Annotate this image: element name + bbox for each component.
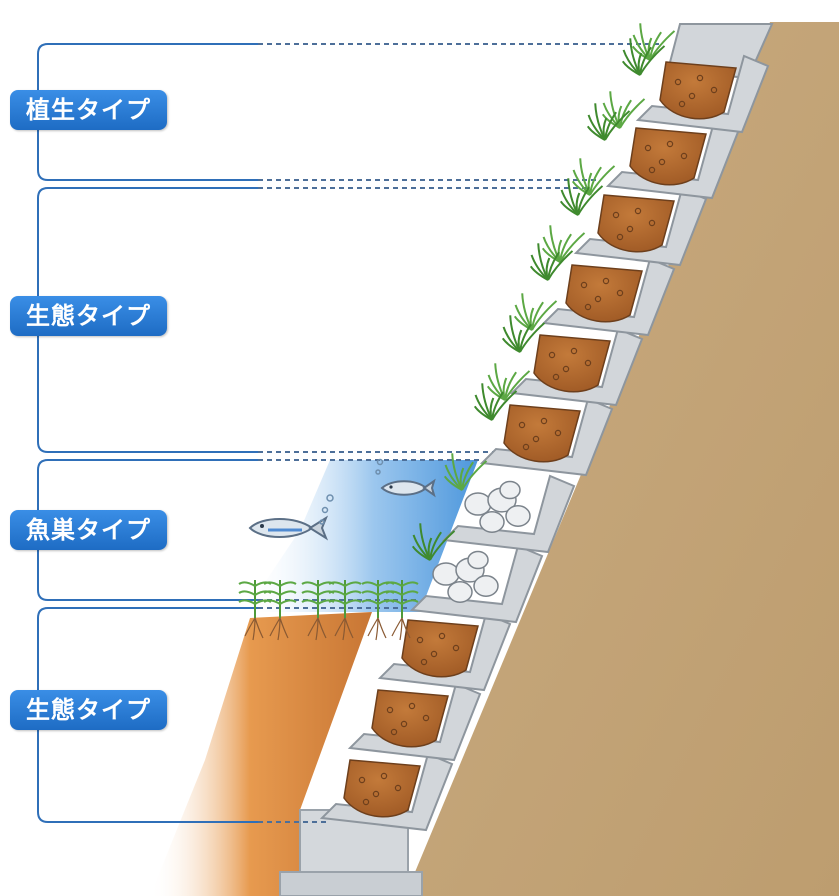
water-body <box>245 460 478 612</box>
soil-block <box>479 397 614 477</box>
label-vegetation-type: 植生タイプ <box>10 90 167 130</box>
wall-grasses <box>411 23 676 561</box>
grass-icon <box>631 23 676 61</box>
reed-icon <box>328 580 362 641</box>
label-ecology-type-lower: 生態タイプ <box>10 690 167 730</box>
boulder-icon <box>479 511 505 533</box>
soil-block <box>347 682 482 762</box>
grass-icon <box>601 91 646 129</box>
grass-icon <box>501 315 546 353</box>
grass-icon <box>571 158 616 196</box>
boulder-icon <box>499 480 521 500</box>
label-fish-nest-type: 魚巣タイプ <box>10 510 167 550</box>
foundation-base <box>279 871 423 896</box>
grass-icon <box>529 243 574 281</box>
soil-block <box>605 120 740 200</box>
grass-icon <box>559 178 604 216</box>
boulder-icon <box>432 562 460 586</box>
boulder-icon <box>473 575 499 597</box>
riverbank-soil <box>150 612 372 896</box>
grass-icon <box>513 293 558 331</box>
boulder-icon <box>467 550 489 570</box>
reed-icon <box>238 580 272 641</box>
grass-icon <box>411 523 456 561</box>
grass-icon <box>541 225 586 263</box>
soil-block <box>635 54 770 134</box>
grass-icon <box>586 103 631 141</box>
soil-block <box>319 752 454 832</box>
label-ecology-type-upper: 生態タイプ <box>10 296 167 336</box>
reed-icon <box>385 580 419 641</box>
bubbles <box>319 458 384 525</box>
wall-blocks <box>319 54 770 832</box>
fish-icon <box>380 478 436 498</box>
boulder-icon <box>505 505 531 527</box>
riverbank-reeds <box>238 580 419 641</box>
grass-icon <box>486 363 531 401</box>
grass-icon <box>473 383 518 421</box>
grass-icon <box>621 38 666 76</box>
fish-nest-block <box>441 474 576 554</box>
reed-icon <box>263 580 297 641</box>
grass-icon <box>443 453 488 491</box>
fish-icon <box>248 515 329 541</box>
boulder-icon <box>447 581 473 603</box>
soil-block <box>377 612 512 692</box>
soil-block <box>573 187 708 267</box>
boulder-icon <box>464 492 492 516</box>
earth-backfill <box>405 22 839 896</box>
